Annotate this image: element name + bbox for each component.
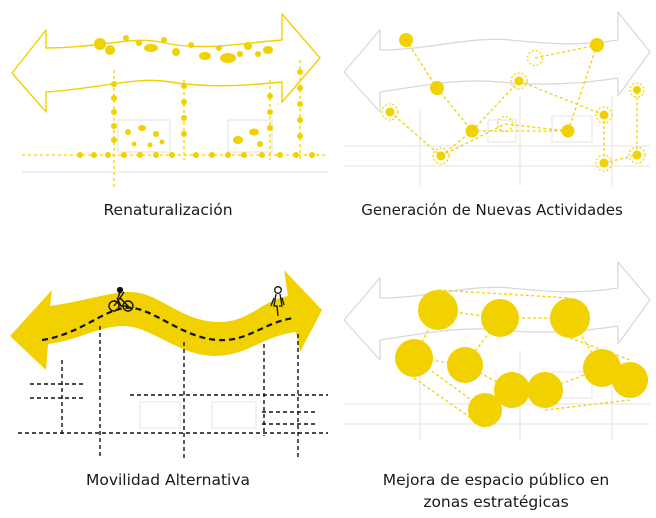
caption-movilidad-alternativa: Movilidad Alternativa [85,471,251,489]
double-arrow-outline-grey [343,11,651,113]
bicycle-icon [108,286,134,312]
panel-movilidad [10,270,328,458]
activity-nodes-ringed [381,49,646,172]
street-grid-grey [344,96,650,186]
panel-renaturalizacion [11,13,328,190]
tree-lines [22,60,328,190]
caption-renaturalizacion: Renaturalización [103,201,233,219]
activity-nodes [399,33,604,138]
panel-espacio-publico [343,261,651,440]
vegetation-blobs [94,35,273,63]
caption-espacio-publico-line2: zonas estratégicas [423,493,569,511]
panel-nuevas-actividades [343,11,651,186]
street-grid [22,119,328,173]
public-space-circles [395,290,648,427]
bike-route [41,306,295,342]
street-dashed-grid [18,326,328,458]
caption-nuevas-actividades: Generación de Nuevas Actividades [361,201,623,219]
double-arrow-outline-grey-br [343,261,651,361]
activity-network-edges [389,39,638,164]
pedestrian-icon [270,286,285,317]
tree-dots [77,69,315,158]
caption-espacio-publico-line1: Mejora de espacio público en [382,471,610,489]
street-grid-grey-bl [139,401,257,429]
double-arrow-outline [11,13,321,113]
mobility-arrow [10,270,322,370]
